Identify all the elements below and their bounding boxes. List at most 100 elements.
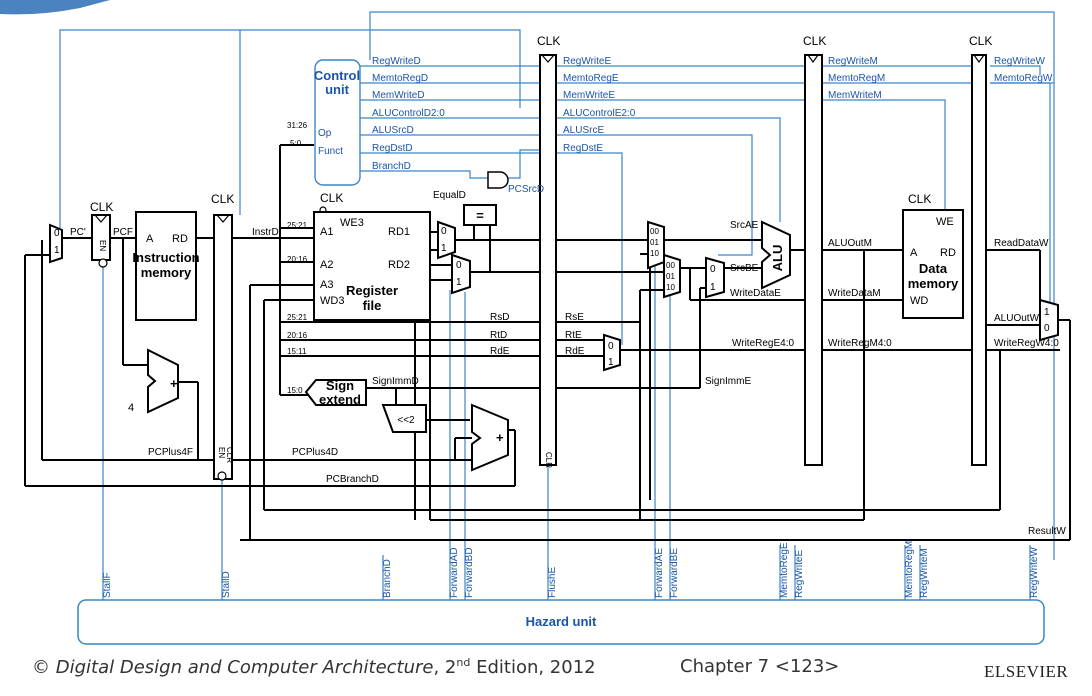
hz-forwardad: ForwardAD bbox=[449, 547, 460, 598]
sig-regwrited: RegWriteD bbox=[372, 56, 421, 67]
edition-post: Edition, 2012 bbox=[470, 657, 596, 678]
sig-regwritee: RegWriteE bbox=[563, 56, 611, 67]
fae-mux-in00: 00 bbox=[650, 227, 659, 236]
alusrc-mux bbox=[705, 256, 725, 299]
branch-adder bbox=[471, 403, 509, 472]
lbl-rte: RtE bbox=[565, 330, 582, 341]
sig-alusrce: ALUSrcE bbox=[563, 125, 604, 136]
register-file-label-1: Register bbox=[346, 283, 398, 298]
regdst-mux bbox=[603, 333, 621, 372]
imem-port-a: A bbox=[146, 233, 154, 245]
hz-memtoregm: MemtoRegM bbox=[904, 541, 915, 598]
pc-mux-in0: 0 bbox=[54, 228, 60, 239]
hz-forwardae: ForwardAE bbox=[654, 548, 665, 598]
pc-en-label: EN bbox=[98, 240, 107, 251]
fbe-mux-in00: 00 bbox=[666, 261, 675, 270]
control-wires bbox=[59, 11, 1055, 600]
register-file-label-2: file bbox=[363, 298, 382, 313]
control-unit-label-1: Control bbox=[314, 68, 360, 83]
sig-memtorege: MemtoRegE bbox=[563, 73, 619, 84]
forward-be-mux bbox=[663, 253, 681, 299]
hz-branchd: BranchD bbox=[382, 559, 393, 598]
if-id-register bbox=[213, 214, 233, 480]
branch-and-gate bbox=[487, 171, 509, 189]
dmem-wd: WD bbox=[910, 295, 928, 307]
lbl-pcplus4d: PCPlus4D bbox=[292, 447, 338, 458]
sig-branchd: BranchD bbox=[372, 161, 411, 172]
pipeline-registers bbox=[91, 54, 987, 480]
sig-memtoregd: MemtoRegD bbox=[372, 73, 428, 84]
lbl-pc-prime: PC' bbox=[70, 227, 86, 238]
sig-regwritew: RegWriteW bbox=[994, 56, 1045, 67]
chapter-label: Chapter 7 <123> bbox=[680, 656, 840, 677]
bitfield-imm: 15:0 bbox=[287, 386, 303, 395]
sign-extend-block bbox=[304, 379, 367, 406]
dmem-port-rd: RD bbox=[940, 247, 956, 259]
lbl-signimme: SignImmE bbox=[705, 376, 751, 387]
lbl-writerege: WriteRegE4:0 bbox=[732, 338, 795, 349]
hazard-unit-block bbox=[77, 599, 1045, 645]
clk-label-pc: CLK bbox=[90, 200, 113, 214]
fbd-mux-in0: 0 bbox=[456, 260, 462, 271]
lbl-resultw: ResultW bbox=[1028, 526, 1066, 537]
clk-label-mem-wb: CLK bbox=[969, 34, 992, 48]
rf-a3: A3 bbox=[320, 279, 333, 291]
sig-alusrcd: ALUSrcD bbox=[372, 125, 414, 136]
hz-stalld: StallD bbox=[221, 571, 232, 598]
publisher-logo: ELSEVIER bbox=[984, 662, 1069, 681]
alu-label: ALU bbox=[770, 245, 785, 272]
hz-forwardbe: ForwardBE bbox=[669, 548, 680, 598]
edition-pre: , 2 bbox=[433, 657, 457, 678]
rf-a1: A1 bbox=[320, 226, 333, 238]
data-memory-label-1: Data bbox=[919, 261, 948, 276]
lbl-writedatam: WriteDataM bbox=[828, 288, 881, 299]
sig-regdstd: RegDstD bbox=[372, 143, 413, 154]
bitfield-funct: 5:0 bbox=[290, 139, 302, 148]
lbl-rde: RdE bbox=[490, 346, 510, 357]
pc-plus4-adder bbox=[147, 348, 179, 414]
sig-memtoregw: MemtoRegW bbox=[994, 73, 1053, 84]
control-unit-label-2: unit bbox=[325, 82, 349, 97]
sig-regdste: RegDstE bbox=[563, 143, 603, 154]
forward-ad-mux bbox=[437, 220, 456, 260]
forward-bd-mux bbox=[451, 253, 471, 295]
slide-corner-logo bbox=[0, 0, 110, 15]
control-signals-w: RegWriteW MemtoRegW bbox=[994, 56, 1053, 84]
clk-label-if-id: CLK bbox=[211, 192, 234, 206]
fbe-mux-in10: 10 bbox=[666, 283, 675, 292]
lbl-signimmd: SignImmD bbox=[372, 376, 419, 387]
alusrc-mux-in1: 1 bbox=[710, 282, 716, 293]
sig-alucontrole: ALUControlE2:0 bbox=[563, 108, 636, 119]
id-ex-register bbox=[539, 54, 557, 466]
lbl-rsd: RsD bbox=[490, 312, 509, 323]
sig-regwritem: RegWriteM bbox=[828, 56, 878, 67]
rf-rd1: RD1 bbox=[388, 226, 410, 238]
imem-port-rd: RD bbox=[172, 233, 188, 245]
hz-forwardbd: ForwardBD bbox=[464, 547, 475, 598]
hz-regwritem: RegWriteM bbox=[919, 548, 930, 598]
equality-comparator bbox=[463, 204, 497, 226]
hz-stallf: StallF bbox=[102, 572, 113, 598]
if-id-en-label: EN bbox=[217, 447, 226, 458]
copyright-line: © Digital Design and Computer Architectu… bbox=[32, 656, 596, 684]
memtoreg-mux-in1: 1 bbox=[1044, 307, 1050, 318]
memtoreg-mux bbox=[1039, 298, 1059, 342]
fbd-mux-in1: 1 bbox=[456, 277, 462, 288]
dmem-we: WE bbox=[936, 216, 954, 228]
bitfield-rt-2: 20:16 bbox=[287, 331, 308, 340]
sig-alucontrold: ALUControlD2:0 bbox=[372, 108, 445, 119]
sign-extend-label-1: Sign bbox=[326, 378, 354, 393]
fad-mux-in1: 1 bbox=[441, 243, 447, 254]
lbl-pcf: PCF bbox=[113, 227, 133, 238]
fae-mux-in10: 10 bbox=[650, 249, 659, 258]
control-funct-label: Funct bbox=[318, 146, 343, 157]
regdst-mux-in0: 0 bbox=[608, 341, 614, 352]
fad-mux-in0: 0 bbox=[441, 226, 447, 237]
hazard-signal-labels: StallF StallD BranchD ForwardAD ForwardB… bbox=[102, 541, 1040, 598]
clk-label-dmem: CLK bbox=[908, 192, 931, 206]
copyright-symbol: © bbox=[32, 657, 50, 678]
bitfield-rt-1: 20:16 bbox=[287, 255, 308, 264]
pc-adder-plus: + bbox=[170, 376, 178, 391]
bitfield-rd: 15:11 bbox=[287, 347, 307, 356]
data-memory-block bbox=[902, 209, 964, 319]
